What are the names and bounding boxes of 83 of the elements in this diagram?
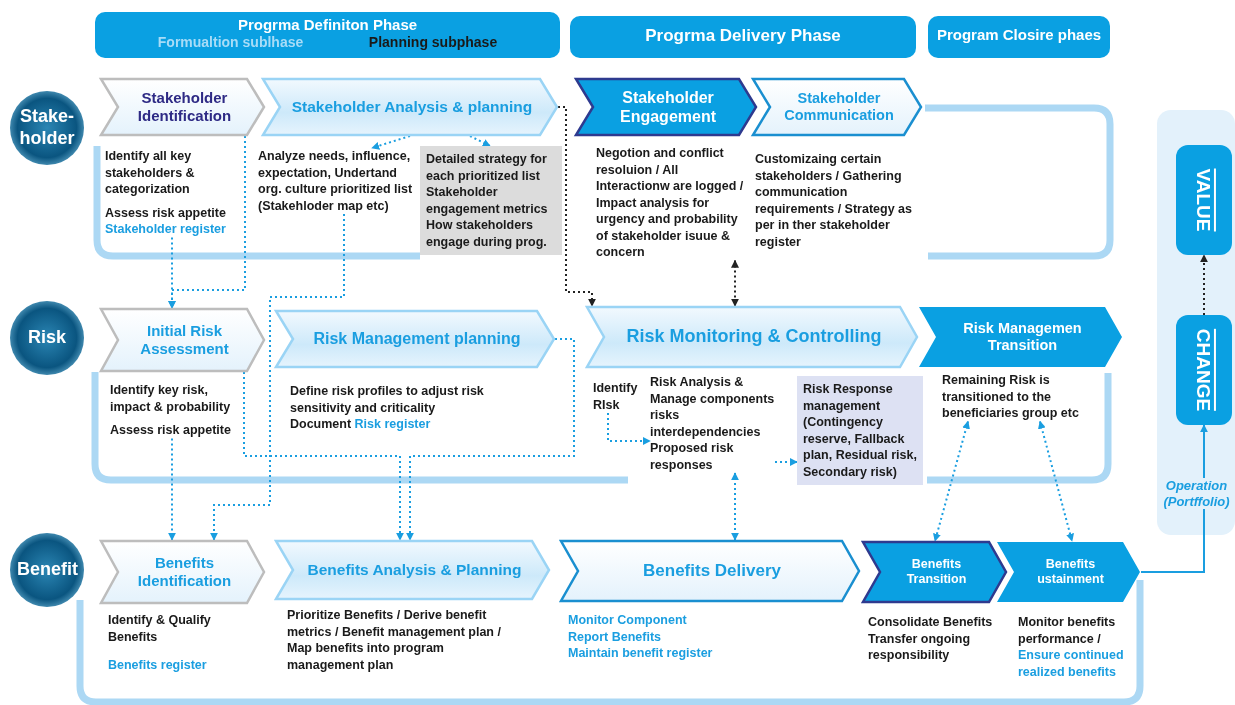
description-text: Transfer ongoing responsibility <box>868 630 972 664</box>
arrow <box>406 338 575 541</box>
description-text: Report Benefits <box>568 628 663 645</box>
chevron-step <box>752 78 922 136</box>
topic-circle <box>9 532 85 608</box>
description-text: Consolidate Benefits <box>868 614 994 631</box>
arrow <box>774 458 798 466</box>
stage-label: CHANGE <box>1192 328 1216 412</box>
arrow <box>168 437 176 541</box>
chevron-step <box>560 540 860 602</box>
phase-banner <box>570 16 916 58</box>
note-panel <box>420 146 562 255</box>
arrow <box>731 259 739 307</box>
arrow <box>1038 420 1074 542</box>
step-title: Benefits Analysis & Planning <box>307 560 522 580</box>
chevron-step <box>100 540 265 604</box>
step-title: Benefits ustainment <box>1036 557 1105 587</box>
arrow <box>168 135 246 309</box>
description-text: Identify all key stakeholders & categorization <box>105 148 196 198</box>
step-title: Stakeholder Identification <box>136 89 233 125</box>
description-text: Identify RIsk <box>593 380 639 413</box>
description-text: Monitor benefits performance / <box>1018 614 1117 647</box>
chevron-step <box>100 308 265 372</box>
step-title: Stakeholder Communication <box>783 89 895 125</box>
description-text: Risk Analysis & Manage components risks interdependencies Proposed risk responses <box>650 374 775 473</box>
phase-banner <box>928 16 1110 58</box>
description-text: Benefits register <box>108 657 208 674</box>
topic-circle <box>9 90 85 166</box>
step-title: Risk Monitoring & Controlling <box>626 326 882 348</box>
chevron-step <box>100 78 265 136</box>
stage-box <box>1176 145 1232 255</box>
topic-label: Benefit <box>17 559 77 581</box>
phase-title: Progrma Definiton Phase <box>237 15 418 33</box>
description-text: Prioritize Benefits / Derive benefit metrics / Benefit management plan / Map benefits into program management plan <box>287 607 502 673</box>
step-title: Benefits Identification <box>136 554 233 590</box>
description-text: Assess risk appetite <box>105 204 227 221</box>
phase-banner <box>95 12 560 58</box>
description-text: Ensure continued realized benefits <box>1018 647 1125 680</box>
arrow <box>933 420 970 542</box>
chevron-step <box>862 541 1007 603</box>
arrow <box>557 106 596 307</box>
note-text: Risk Response management (Contingency reserve, Fallback plan, Residual risk, Secondary risk) <box>803 381 917 480</box>
step-title: Stakeholder Engagement <box>619 87 717 127</box>
arrow <box>731 472 739 541</box>
description-text: Identify key risk, impact & probability <box>110 382 232 415</box>
step-title: Stakeholder Analysis & planning <box>291 97 533 117</box>
step-title: Risk Management planning <box>313 329 521 349</box>
chevron-step <box>918 306 1123 368</box>
chevron-step <box>575 78 757 136</box>
stage-label: VALUE <box>1192 168 1216 232</box>
topic-label: Stake- holder <box>18 106 76 150</box>
stage-box <box>1176 315 1232 425</box>
subphase-label: Planning subphase <box>368 34 498 50</box>
description-text: Remaining Risk is transitioned to the beneficiaries group etc <box>942 372 1080 422</box>
arrow <box>210 213 345 541</box>
step-title: Benefits Delivery <box>643 560 781 582</box>
chevron-step <box>262 78 558 136</box>
topic-circle <box>9 300 85 376</box>
description-text: Negotion and conflict resoluion / All Interactionw are logged / Impact analysis for urgency and probability of stakeholder isuue & concern <box>596 145 745 261</box>
chevron-step <box>586 306 918 368</box>
description-text: Monitor Component <box>568 612 688 629</box>
step-title: Initial Risk Assessment <box>139 322 230 358</box>
description-text: Maintain benefit register <box>568 645 714 662</box>
description-text: Stakeholder register <box>105 221 227 238</box>
description-text: Identify & Qualify Benefits <box>108 612 212 645</box>
phase-title: Program Closire phaes <box>936 25 1102 43</box>
arrow <box>607 412 651 445</box>
chevron-step <box>275 310 555 368</box>
description-text: Analyze needs, influence, expectation, Undertand org. culture prioritized list (Stakehloder map etc) <box>258 148 414 214</box>
topic-label: Risk <box>27 327 67 349</box>
description-text: Customizaing certain stakeholders / Gathering communication requirements / Strategy as per in ther stakeholder register <box>755 151 913 250</box>
step-title: Risk Managemen Transition <box>962 319 1083 355</box>
chevron-step <box>275 540 550 600</box>
step-title: Benefits Transition <box>905 557 968 587</box>
description-text: Document Risk register <box>290 416 432 433</box>
phase-title: Progrma Delivery Phase <box>645 25 841 46</box>
arrow <box>1200 254 1208 316</box>
description-text: Assess risk appetite <box>110 422 232 439</box>
subphase-label: Formualtion sublhase <box>157 34 304 50</box>
description-text: Define risk profiles to adjust risk sensitivity and criticality <box>290 383 485 416</box>
note-panel <box>797 376 923 485</box>
note-text: Detailed strategy for each prioritized list Stakeholder engagement metrics How stakeholders engage during prog. <box>426 151 549 250</box>
chevron-step <box>996 541 1141 603</box>
